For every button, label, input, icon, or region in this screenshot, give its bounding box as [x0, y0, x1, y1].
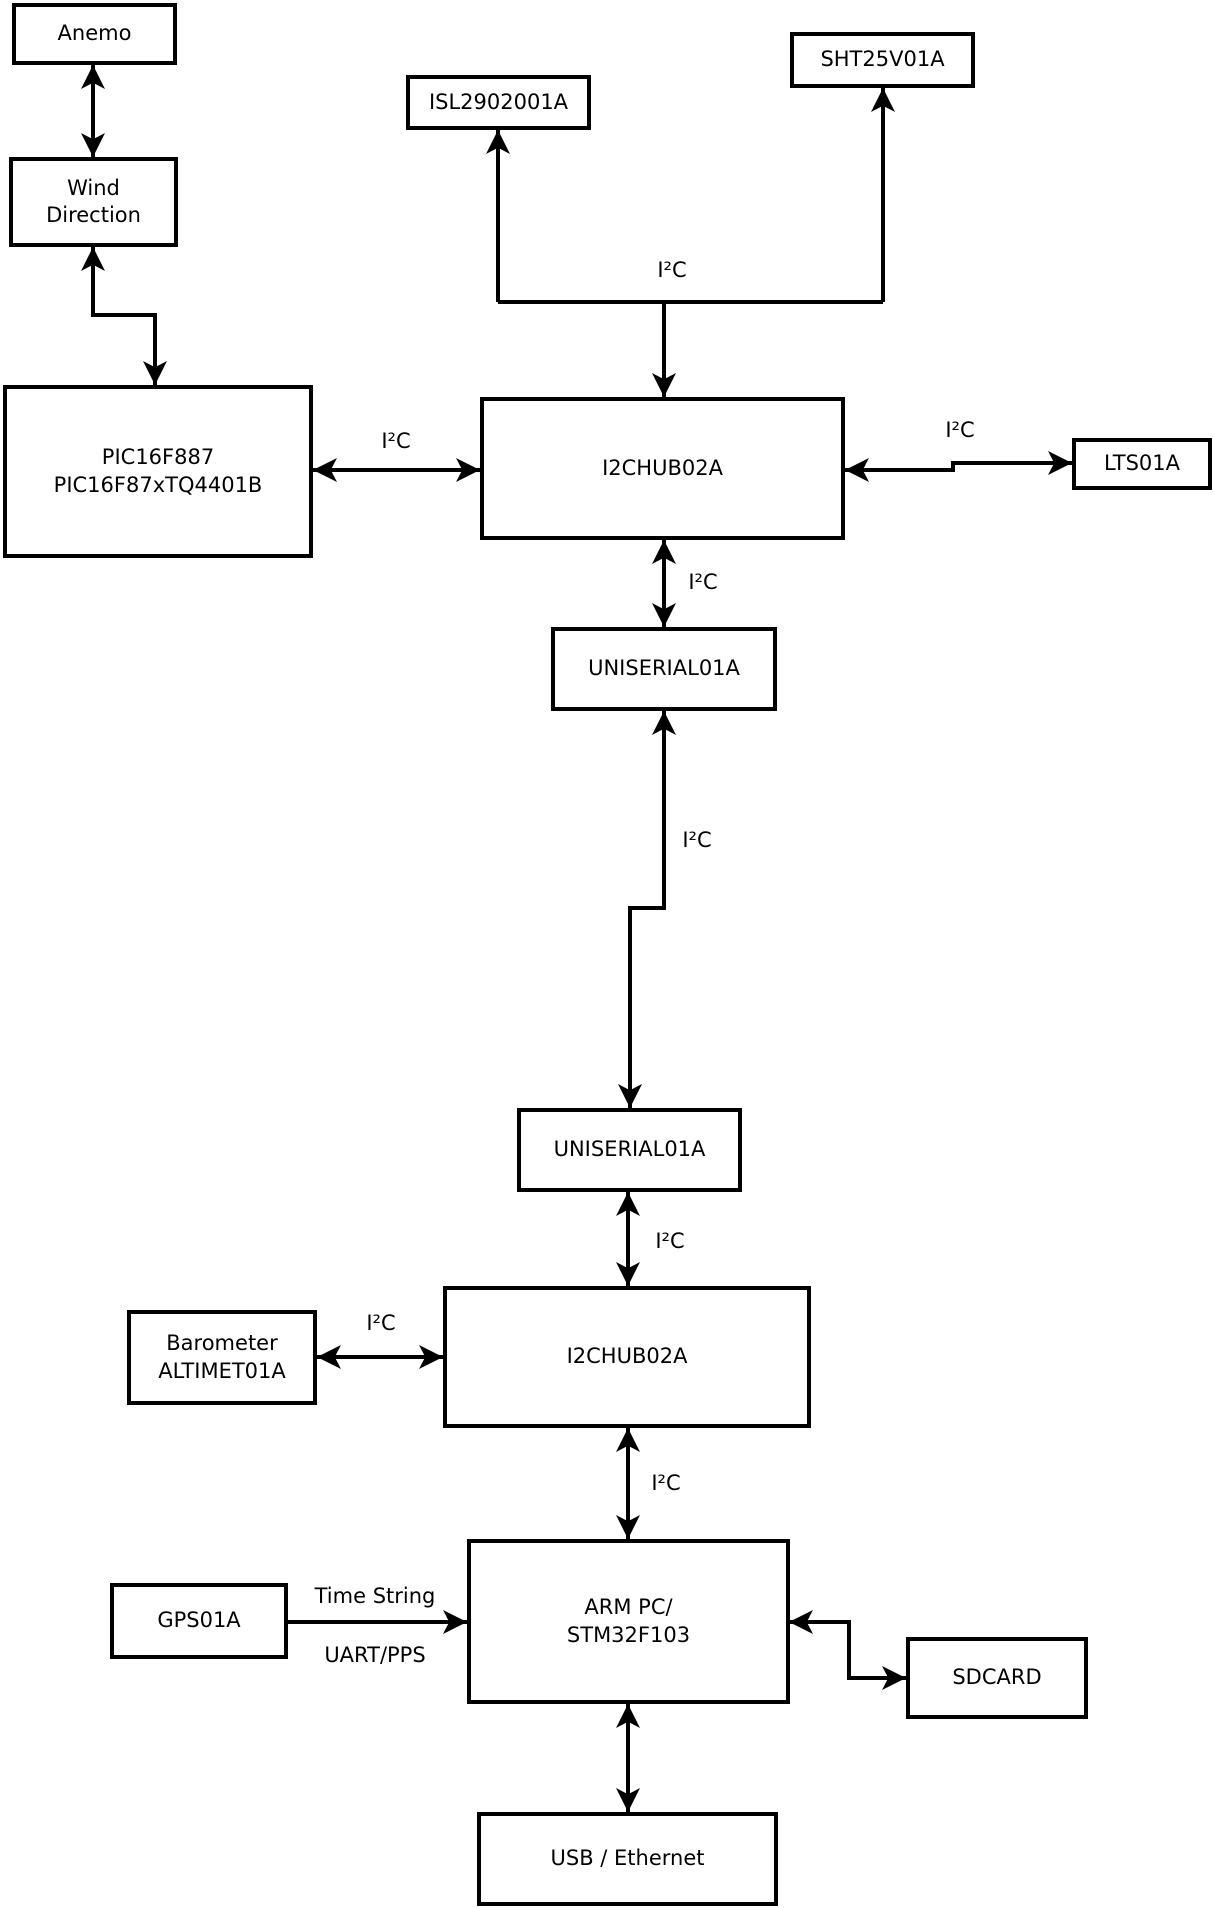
box-anemo: Anemo: [12, 3, 177, 65]
box-uniserial01a-bottom-label: UNISERIAL01A: [553, 1137, 706, 1162]
box-pic16f887-line1: PIC16F887: [101, 445, 215, 470]
box-isl2902001a: ISL2902001A: [406, 75, 591, 130]
connector-hub-lts: [845, 451, 1072, 482]
box-barometer-line1: Barometer: [166, 1331, 278, 1356]
label-i2c-hub-lts: I²C: [945, 418, 975, 442]
label-i2c-hub-arm: I²C: [651, 1471, 681, 1495]
box-wind-direction-line2: Direction: [46, 203, 141, 227]
box-wind-direction: Wind Direction: [9, 157, 178, 247]
label-i2c-pic-hub: I²C: [381, 429, 411, 453]
label-uart-pps: UART/PPS: [324, 1643, 426, 1667]
box-sht25v01a: SHT25V01A: [790, 32, 975, 88]
box-arm-pc-line2: STM32F103: [566, 1622, 691, 1647]
box-sdcard: SDCARD: [906, 1637, 1088, 1719]
box-sht25v01a-label: SHT25V01A: [820, 47, 945, 72]
box-isl2902001a-label: ISL2902001A: [428, 89, 569, 114]
box-usb-ethernet-label: USB / Ethernet: [550, 1846, 705, 1871]
box-uniserial01a-bottom: UNISERIAL01A: [517, 1108, 742, 1192]
box-i2chub02a-top-label: I2CHUB02A: [602, 455, 723, 480]
box-barometer-line2: ALTIMET01A: [158, 1358, 286, 1383]
box-wind-direction-line1: Wind: [67, 175, 120, 200]
box-lts01a-label: LTS01A: [1103, 451, 1181, 476]
box-arm-pc-line1: ARM PC/: [584, 1595, 673, 1620]
connector-uniserial-link: [618, 711, 676, 1108]
box-i2chub02a-bottom: I2CHUB02A: [443, 1286, 811, 1428]
box-gps01a: GPS01A: [110, 1583, 288, 1659]
label-time-string: Time String: [314, 1584, 436, 1608]
connector-wind-pic: [81, 247, 167, 385]
box-i2chub02a-top: I2CHUB02A: [480, 397, 845, 540]
box-anemo-label: Anemo: [57, 21, 132, 46]
box-i2chub02a-bottom-label: I2CHUB02A: [566, 1344, 688, 1369]
label-i2c-top-bus: I²C: [657, 258, 687, 282]
box-uniserial01a-top-label: UNISERIAL01A: [588, 656, 740, 681]
box-lts01a: LTS01A: [1072, 438, 1212, 490]
box-sdcard-label: SDCARD: [952, 1665, 1042, 1690]
label-i2c-baro-hub: I²C: [366, 1311, 396, 1335]
box-usb-ethernet: USB / Ethernet: [477, 1812, 778, 1906]
box-pic16f887-line2: PIC16F87xTQ4401B: [53, 472, 263, 497]
box-uniserial01a-top: UNISERIAL01A: [551, 627, 777, 711]
label-i2c-uniserial-link: I²C: [682, 828, 712, 852]
label-i2c-uniserial-hub: I²C: [655, 1229, 685, 1253]
box-pic16f887: PIC16F887 PIC16F87xTQ4401B: [3, 385, 313, 558]
box-barometer-altimet01a: Barometer ALTIMET01A: [127, 1310, 317, 1405]
label-i2c-hub-uniserial: I²C: [688, 570, 718, 594]
box-gps01a-label: GPS01A: [157, 1608, 241, 1633]
connector-arm-sdcard: [789, 1610, 906, 1690]
box-arm-pc-stm32f103: ARM PC/ STM32F103: [467, 1539, 790, 1704]
